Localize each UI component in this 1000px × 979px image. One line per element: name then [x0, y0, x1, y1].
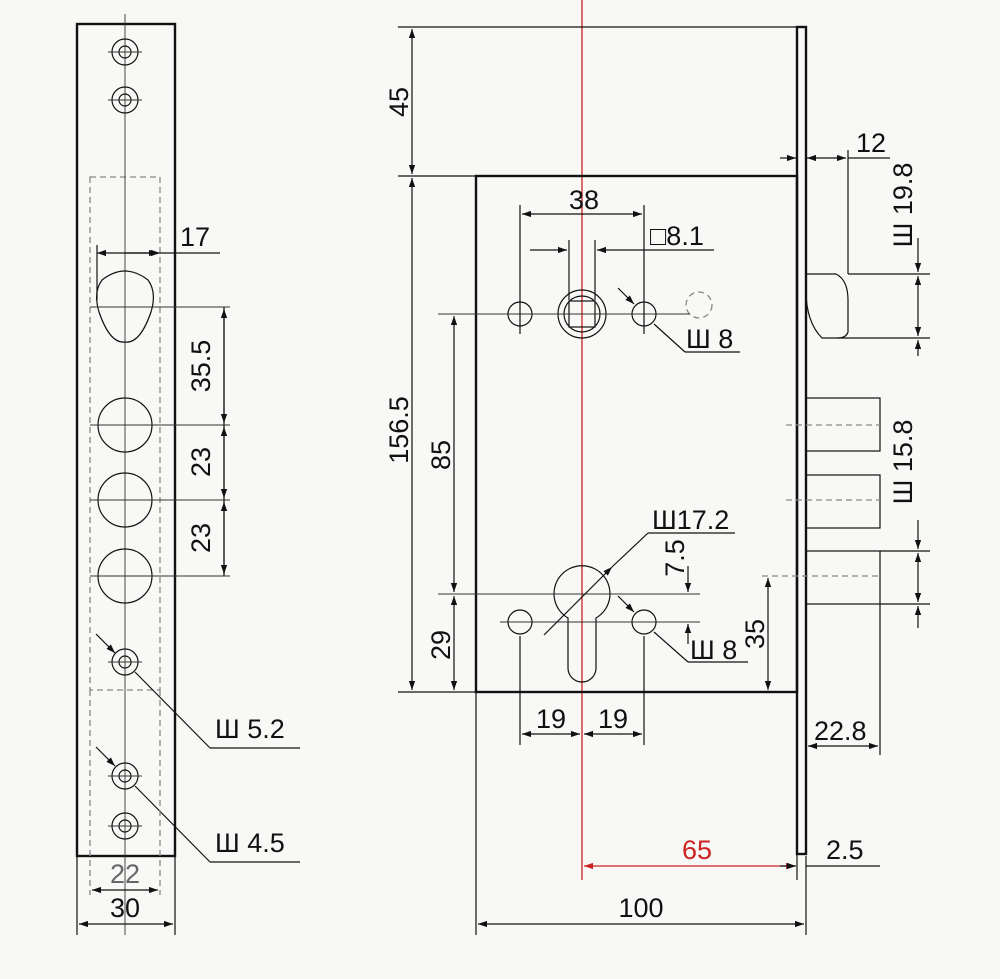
bolt-side-3 [805, 550, 881, 605]
latch-outline [96, 270, 154, 343]
dim-bolt-spacing-mid: 23 [186, 447, 216, 477]
dim-screw-hole-small: Ш 4.5 [215, 828, 285, 858]
dim-faceplate-thickness: 2.5 [826, 835, 864, 865]
dim-latch-offset: 12 [856, 128, 886, 158]
dim-cylinder-hole-right: 19 [598, 704, 628, 734]
cylinder-cutout [553, 565, 611, 683]
latch-side [805, 273, 849, 339]
faceplate-side [795, 25, 808, 856]
faceplate-outline [75, 22, 177, 858]
dim-body-height: 156.5 [384, 396, 414, 464]
faceplate-view: 17 35.5 23 23 Ш 5.2 Ш 4.5 22 30 [75, 14, 300, 935]
dim-cylinder-bottom: 29 [426, 630, 456, 660]
bolt-side-2 [805, 474, 881, 529]
dim-latch-height: Ш 19.8 [888, 163, 918, 248]
dim-screw-hole-large: Ш 5.2 [215, 714, 285, 744]
dim-spindle-square: □8.1 [650, 221, 704, 251]
dim-spindle-hole-spacing: 38 [569, 185, 599, 215]
lock-body [474, 174, 799, 694]
dim-cylinder-diameter: Ш17.2 [652, 505, 729, 535]
dim-cylinder-side-holes: Ш 8 [690, 635, 737, 665]
dim-bolt-diameter: Ш 15.8 [888, 420, 918, 505]
dim-bolt-spacing-lower: 23 [186, 523, 216, 553]
dim-body-depth: 100 [618, 893, 663, 923]
dim-bolt-spacing-upper: 35.5 [186, 340, 216, 393]
dim-spindle-spacing: 85 [426, 440, 456, 470]
dim-top-offset: 45 [384, 87, 414, 117]
dim-cylinder-top-offset: 7.5 [660, 539, 690, 577]
dim-bolt-to-bottom: 35 [740, 619, 770, 649]
dim-faceplate-width: 30 [110, 893, 140, 923]
dim-faceplate-inner-width: 22 [110, 859, 140, 889]
dim-handle-offset: 17 [180, 222, 210, 252]
dim-backset: 65 [682, 835, 712, 865]
lock-body-view: 45 156.5 85 29 38 □8.1 Ш 8 Ш17.2 7.5 [384, 0, 930, 935]
dim-bolt-throw: 22.8 [814, 716, 867, 746]
dim-spindle-side-holes: Ш 8 [686, 324, 733, 354]
spindle-hole-ghost [685, 291, 713, 319]
dim-cylinder-hole-left: 19 [536, 704, 566, 734]
